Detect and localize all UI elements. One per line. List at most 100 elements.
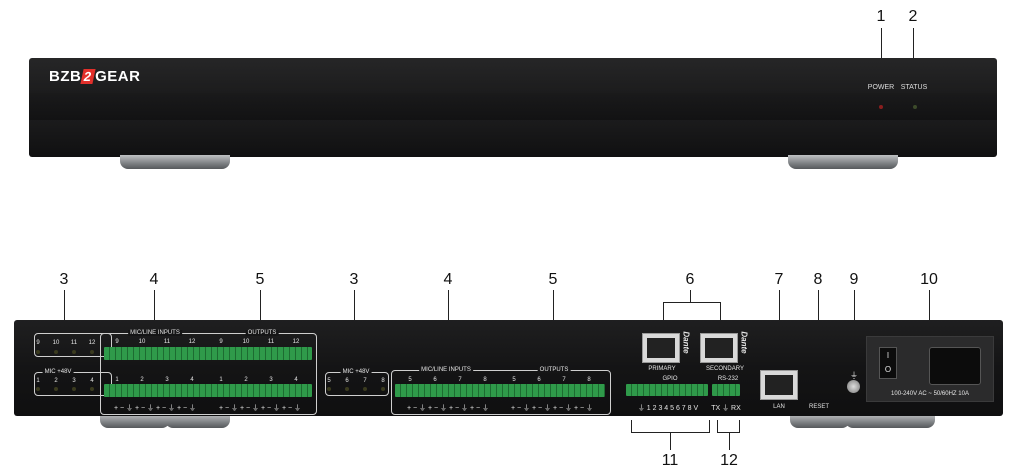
front-panel-strip <box>29 93 997 120</box>
callout-6-left <box>663 302 664 329</box>
callout-2: 2 <box>908 8 918 25</box>
mid-outputs-num-8: 8 <box>587 377 591 383</box>
mid-inputs-num-5: 5 <box>408 377 412 383</box>
left-inputs-bottom-num-2: 2 <box>140 377 144 383</box>
power-switch-on: I <box>886 351 890 360</box>
mic48-top-num-11: 11 <box>70 340 78 346</box>
mic48-top-led-12 <box>90 350 94 354</box>
left-outputs-top-num-10: 10 <box>242 339 250 345</box>
mic48-mid-num-6: 6 <box>345 378 349 384</box>
callout-2-line <box>913 28 914 74</box>
power-module: I O 100-240V AC ~ 50/60HZ 10A <box>866 336 994 402</box>
mic48-mid-box <box>325 372 389 396</box>
callout-10: 10 <box>920 271 938 288</box>
mic48-mid-label: MIC +48V <box>340 369 372 375</box>
mid-inputs-num-6: 6 <box>433 377 437 383</box>
callout-11-line <box>670 432 671 450</box>
front-foot-right <box>788 155 898 169</box>
callout-5a-line <box>260 290 261 330</box>
callout-5a: 5 <box>255 271 265 288</box>
mic48-left-led-3 <box>72 387 76 391</box>
left-outputs-bottom-num-4: 4 <box>294 377 298 383</box>
callout-7: 7 <box>774 271 784 288</box>
mid-terminal-block <box>395 384 605 397</box>
callout-12-line <box>729 432 730 450</box>
mid-inputs-num-7: 7 <box>458 377 462 383</box>
rs232-terminal-block <box>712 384 740 396</box>
left-inputs-top-num-12: 12 <box>188 339 196 345</box>
left-outputs-label: OUTPUTS <box>245 330 279 336</box>
mic48-mid-led-8 <box>381 387 385 391</box>
gpio-label: GPIO <box>662 376 678 382</box>
ground-terminal[interactable] <box>847 380 860 393</box>
dante-primary-label: PRIMARY <box>648 366 676 372</box>
callout-1: 1 <box>876 8 886 25</box>
mic48-mid-num-5: 5 <box>327 378 331 384</box>
dante-primary-port[interactable] <box>642 333 680 363</box>
mid-inputs-label: MIC/LINE INPUTS <box>419 367 473 373</box>
callout-4b: 4 <box>443 271 453 288</box>
rear-foot-right <box>790 414 850 428</box>
left-outputs-top-num-12: 12 <box>292 339 300 345</box>
left-outputs-pin-legend: + − ⏚ + − ⏚ + − ⏚ + − ⏚ <box>218 405 302 412</box>
front-foot-left <box>120 155 230 169</box>
ac-inlet[interactable] <box>929 347 981 385</box>
power-switch-off: O <box>884 365 892 374</box>
brand-logo: BZB2GEAR <box>49 68 140 85</box>
brand-logo-text-start: BZB <box>49 68 82 85</box>
left-outputs-bottom-num-1: 1 <box>219 377 223 383</box>
mic48-left-num-4: 4 <box>90 378 94 384</box>
left-inputs-label: MIC/LINE INPUTS <box>128 330 182 336</box>
rear-foot-left <box>100 414 170 428</box>
left-inputs-bottom-num-1: 1 <box>115 377 119 383</box>
mic48-left-num-2: 2 <box>54 378 58 384</box>
power-switch[interactable]: I O <box>879 347 897 379</box>
mic48-top-led-11 <box>72 350 76 354</box>
mid-outputs-num-5: 5 <box>512 377 516 383</box>
mic48-top-led-9 <box>36 350 40 354</box>
left-outputs-top-num-11: 11 <box>267 339 275 345</box>
left-terminal-block-top <box>104 347 312 360</box>
mic48-mid-led-5 <box>327 387 331 391</box>
rs232-pin-labels: TX ⏚ RX <box>711 405 741 412</box>
callout-11-bracket <box>631 432 710 433</box>
callout-12-left <box>717 420 718 432</box>
front-panel: BZB2GEAR POWER STATUS <box>29 58 997 157</box>
dante-secondary-label: SECONDARY <box>706 366 744 372</box>
left-outputs-top-num-9: 9 <box>219 339 223 345</box>
left-inputs-pin-legend: + − ⏚ + − ⏚ + − ⏚ + − ⏚ <box>113 405 197 412</box>
callout-9: 9 <box>849 271 859 288</box>
dante-primary-brand: Dante <box>681 331 691 354</box>
left-terminal-block-bottom <box>104 384 312 397</box>
rear-foot-left-2 <box>165 414 230 428</box>
left-inputs-bottom-num-4: 4 <box>190 377 194 383</box>
left-inputs-top-num-11: 11 <box>163 339 171 345</box>
mic48-top-led-10 <box>54 350 58 354</box>
dante-secondary-port[interactable] <box>700 333 738 363</box>
callout-4a: 4 <box>149 271 159 288</box>
callout-6: 6 <box>685 271 695 288</box>
brand-logo-text-end: GEAR <box>95 68 141 85</box>
mic48-left-label: MIC +48V <box>42 369 74 375</box>
reset-label: RESET <box>808 404 830 410</box>
callout-3a: 3 <box>59 271 69 288</box>
callout-5b: 5 <box>548 271 558 288</box>
callout-12-right <box>739 420 740 432</box>
mid-io-box <box>391 370 611 415</box>
callout-6-line <box>690 290 691 302</box>
left-outputs-bottom-num-2: 2 <box>244 377 248 383</box>
gpio-pin-labels: ⏚ 1 2 3 4 5 6 7 8 V <box>637 405 699 412</box>
callout-3b: 3 <box>349 271 359 288</box>
lan-port[interactable] <box>760 370 798 400</box>
left-inputs-top-num-9: 9 <box>115 339 119 345</box>
power-rating-label: 100-240V AC ~ 50/60HZ 10A <box>891 391 969 397</box>
callout-6-right <box>720 302 721 329</box>
lan-label: LAN <box>773 404 785 410</box>
callout-12-bracket <box>717 432 740 433</box>
mic48-left-led-4 <box>90 387 94 391</box>
callout-1-line <box>881 28 882 74</box>
callout-6-bracket <box>663 302 721 303</box>
mic48-left-num-1: 1 <box>36 378 40 384</box>
mid-outputs-num-7: 7 <box>562 377 566 383</box>
mic48-left-num-3: 3 <box>72 378 76 384</box>
